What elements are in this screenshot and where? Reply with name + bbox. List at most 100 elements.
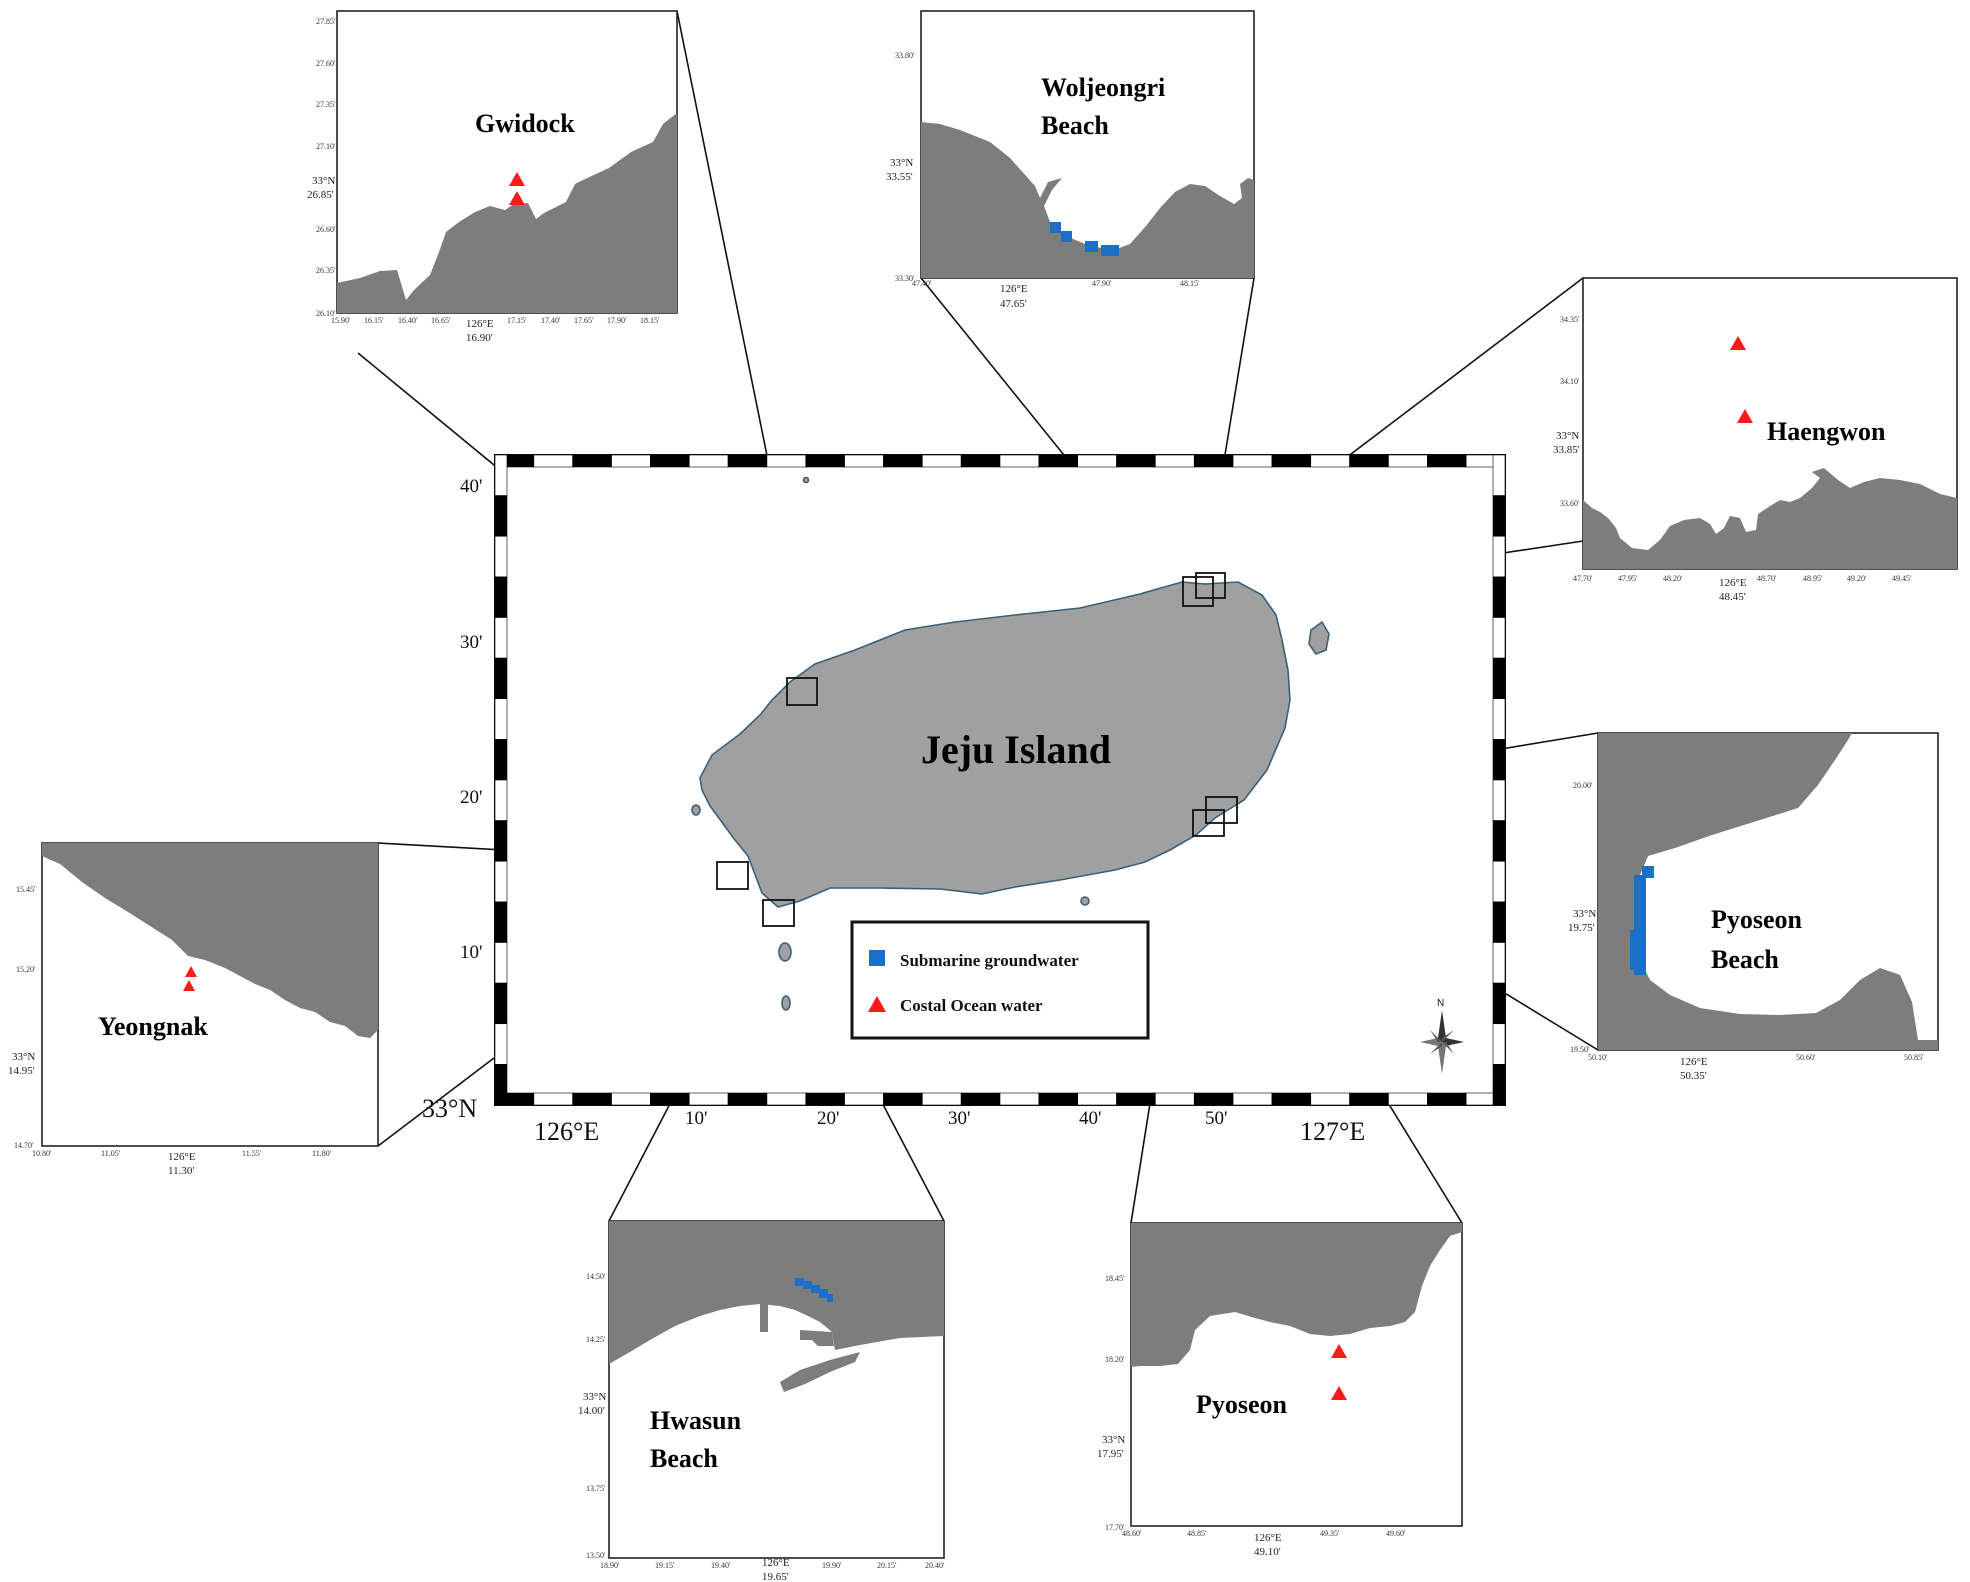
haengwon-land	[1583, 468, 1957, 569]
area-box-gwidock	[786, 677, 818, 706]
lon-label-126e: 126°E	[534, 1117, 599, 1146]
x-tick: 19.90'	[822, 1561, 842, 1570]
x-tick: 48.95'	[1803, 574, 1823, 583]
yeongnak-land	[42, 843, 378, 1038]
area-box-hwasun	[762, 899, 795, 927]
scale-bar-segment	[999, 1092, 1040, 1106]
scale-bar-segment	[1388, 454, 1428, 468]
lon-label-30: 30'	[948, 1108, 970, 1129]
scale-bar-segment	[494, 1023, 508, 1065]
scale-bar-segment	[883, 1092, 923, 1106]
inset-gwidock-lon-label: 126°E	[466, 318, 494, 330]
inset-gwidock-lat-label: 33°N	[312, 175, 335, 187]
scale-bar-segment	[494, 901, 508, 943]
scale-bar-segment	[1388, 1092, 1428, 1106]
inset-woljeongri-title-line1: Woljeongri	[1041, 73, 1165, 102]
y-tick: 14.50'	[586, 1272, 606, 1281]
y-tick: 15.20'	[16, 965, 36, 974]
groundwater-sample-icon	[803, 1281, 812, 1289]
scale-bar-segment	[999, 454, 1040, 468]
scale-bar-segment	[1038, 1092, 1078, 1106]
scale-bar-segment	[1492, 739, 1506, 781]
inset-woljeongri-lon-value: 47.65'	[1000, 298, 1027, 310]
scale-bar-segment	[805, 454, 845, 468]
scale-bar-segment	[1271, 454, 1312, 468]
north-label: N	[1437, 998, 1444, 1009]
x-tick: 19.15'	[655, 1561, 675, 1570]
jeju-island-landmass	[699, 581, 1291, 908]
inset-gwidock-lat-value: 26.85'	[307, 189, 334, 201]
lon-label-127e: 127°E	[1300, 1117, 1365, 1146]
x-tick: 10.80'	[32, 1149, 52, 1158]
inset-hwasun: Hwasun Beach 14.50' 14.25' 33°N 14.00' 1…	[578, 1220, 945, 1582]
inset-hwasun-lat-label: 33°N	[583, 1391, 606, 1403]
scale-bar-segment	[494, 535, 508, 578]
inset-pyoseon-beach-lat-value: 19.75'	[1568, 922, 1595, 934]
udo-islet	[1308, 620, 1330, 655]
groundwater-sample-icon	[1101, 245, 1119, 256]
islet	[802, 476, 810, 484]
scale-bar-segment	[1077, 1092, 1117, 1106]
scale-bar-segment	[1116, 454, 1156, 468]
scale-bar-segment	[1492, 982, 1506, 1025]
scale-bar-segment	[844, 1092, 884, 1106]
y-tick: 27.85'	[316, 17, 336, 26]
lat-label-30: 30'	[460, 632, 482, 653]
legend-label-groundwater: Submarine groundwater	[900, 951, 1079, 970]
hwasun-breakwater	[780, 1352, 860, 1392]
area-box-pyoseon	[1192, 809, 1225, 837]
longitude-labels: 126°E 10' 20' 30' 40' 50' 127°E	[534, 1108, 1365, 1146]
ocean-sample-icon	[185, 966, 197, 977]
island-title: Jeju Island	[921, 727, 1111, 772]
scale-bar-segment	[844, 454, 884, 468]
x-tick: 17.15'	[507, 316, 527, 325]
y-tick: 15.45'	[16, 885, 36, 894]
scale-bar-segment	[1492, 779, 1506, 821]
north-arrow-icon: N	[1420, 998, 1464, 1074]
scale-bar-segment	[1155, 1092, 1195, 1106]
scale-bar-segment	[1492, 495, 1506, 537]
y-tick: 18.45'	[1105, 1274, 1125, 1283]
inset-woljeongri: Woljeongri Beach 33.80' 33°N 33.55' 33.3…	[886, 10, 1255, 310]
pyoseon-land	[1131, 1223, 1462, 1367]
area-box-woljeongri	[1182, 576, 1214, 607]
scale-bar-segment	[1492, 901, 1506, 943]
ocean-sample-icon	[1331, 1386, 1347, 1400]
lon-label-40: 40'	[1079, 1108, 1101, 1129]
lon-label-10: 10'	[685, 1108, 707, 1129]
scale-bar-segment	[611, 454, 651, 468]
x-tick: 17.40'	[541, 316, 561, 325]
scale-bar-segment	[1038, 454, 1078, 468]
inset-hwasun-lon-value: 19.65'	[762, 1571, 789, 1582]
scale-bar-segment	[727, 1092, 768, 1106]
groundwater-sample-icon	[1061, 231, 1072, 242]
scale-bar-segment	[1349, 1092, 1389, 1106]
y-tick: 33.80'	[895, 51, 915, 60]
latitude-labels: 40' 30' 20' 10' 33°N	[422, 476, 482, 1123]
inset-pyoseon-beach-lat-label: 33°N	[1573, 908, 1596, 920]
scale-bar-segment	[1492, 942, 1506, 984]
scale-bar-segment	[1492, 657, 1506, 700]
scale-bar-segment	[1492, 820, 1506, 862]
hwasun-land	[609, 1221, 944, 1364]
woljeongri-land	[921, 122, 1254, 278]
inset-yeongnak-lat-value: 14.95'	[8, 1065, 35, 1077]
inset-pyoseon-lon-value: 49.10'	[1254, 1546, 1281, 1558]
ocean-sample-icon	[1331, 1344, 1347, 1358]
groundwater-sample-icon	[819, 1289, 828, 1298]
scale-bar-segment	[611, 1092, 651, 1106]
scale-bar-segment	[494, 617, 508, 659]
x-tick: 49.20'	[1847, 574, 1867, 583]
inset-gwidock-lon-value: 16.90'	[466, 332, 493, 344]
x-tick: 19.40'	[711, 1561, 731, 1570]
inset-yeongnak-title: Yeongnak	[98, 1012, 208, 1041]
scale-bar-segment	[494, 454, 508, 496]
x-tick: 50.85'	[1904, 1053, 1924, 1062]
y-tick: 26.60'	[316, 225, 336, 234]
groundwater-sample-icon	[1050, 222, 1061, 233]
inset-pyoseon-lon-label: 126°E	[1254, 1532, 1282, 1544]
legend-box	[850, 920, 1150, 1040]
x-tick: 18.90'	[600, 1561, 620, 1570]
inset-pyoseon-lat-value: 17.95'	[1097, 1448, 1124, 1460]
